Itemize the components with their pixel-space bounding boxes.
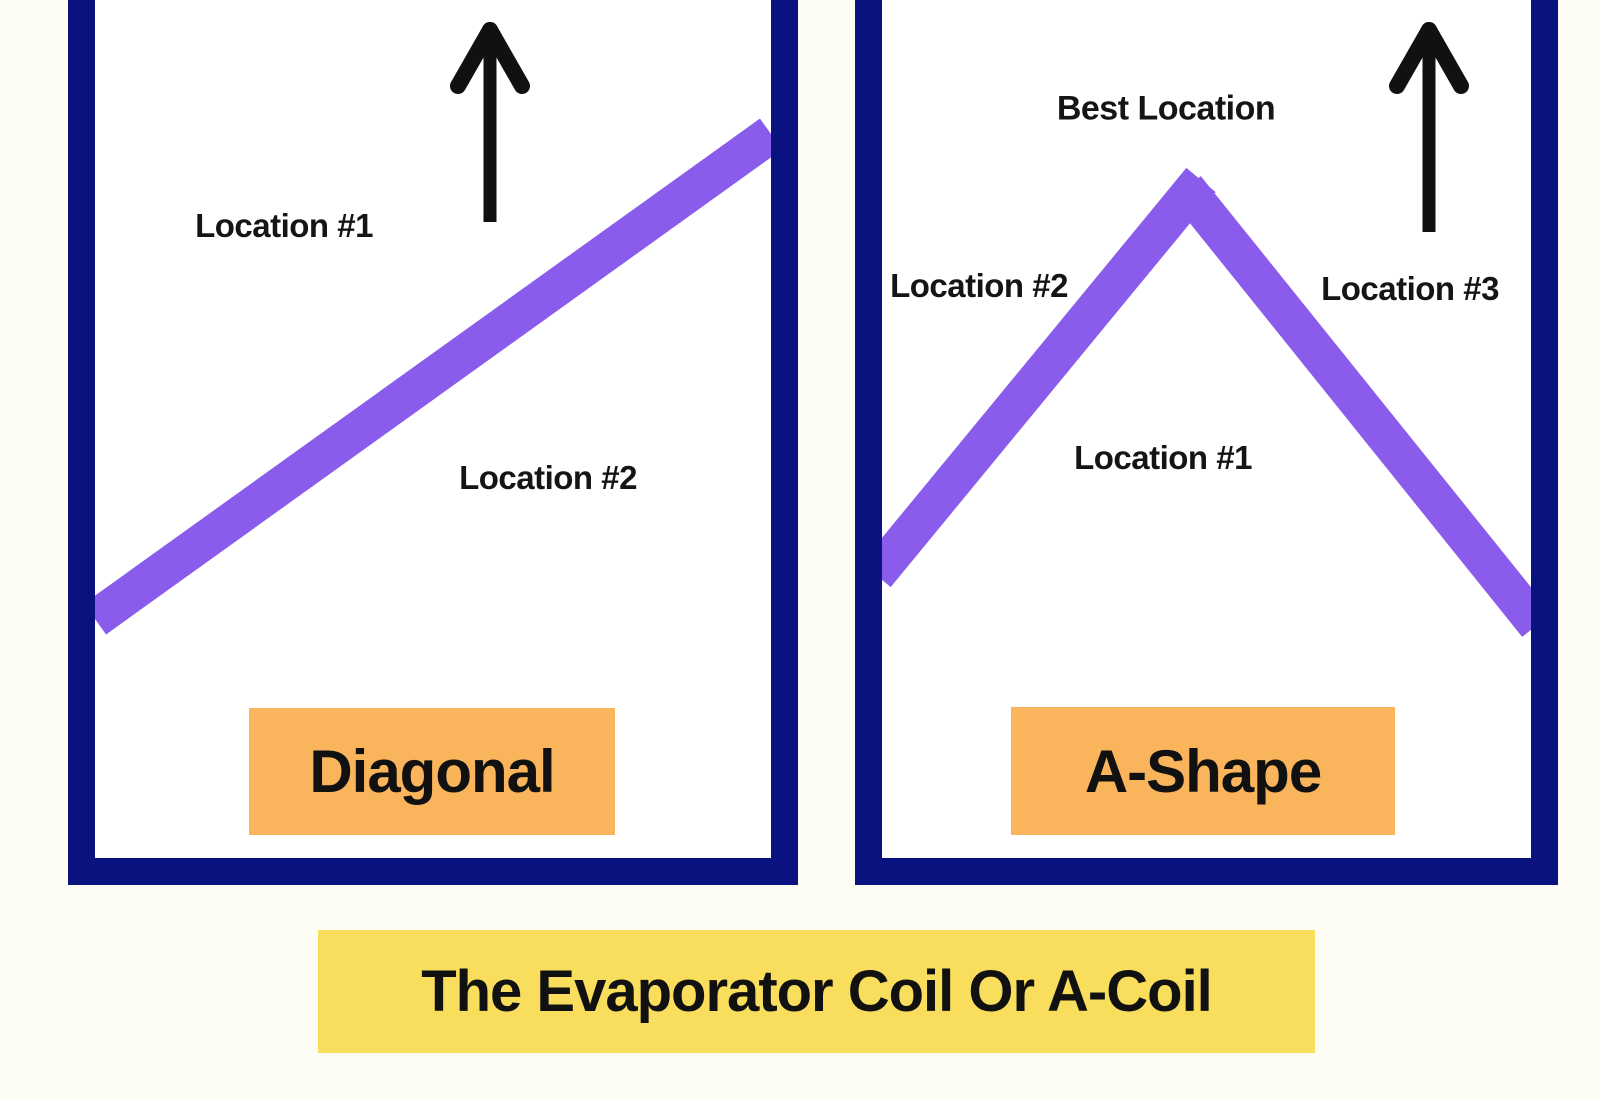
- right-location-3-label: Location #3: [1321, 270, 1499, 307]
- up-arrow-icon: [450, 22, 530, 222]
- diagonal-panel-art: [95, 22, 771, 635]
- a-coil-right-leg-line: [1171, 176, 1531, 637]
- caption-banner: The Evaporator Coil Or A-Coil: [318, 930, 1315, 1053]
- diagonal-name-plate: Diagonal: [249, 708, 615, 835]
- best-location-label: Best Location: [1056, 89, 1276, 128]
- right-location-2-label: Location #2: [890, 267, 1068, 304]
- diagonal-coil-line: [95, 118, 771, 635]
- up-arrow-icon: [1389, 22, 1469, 232]
- left-location-2-label: Location #2: [459, 459, 637, 496]
- right-location-1-label: Location #1: [1074, 439, 1252, 476]
- ashape-panel-box: [855, 0, 1558, 885]
- left-location-1-label: Location #1: [195, 207, 373, 244]
- a-coil-left-leg-line: [882, 167, 1216, 588]
- ashape-name-plate: A-Shape: [1011, 707, 1395, 835]
- ashape-panel-art: [882, 22, 1531, 637]
